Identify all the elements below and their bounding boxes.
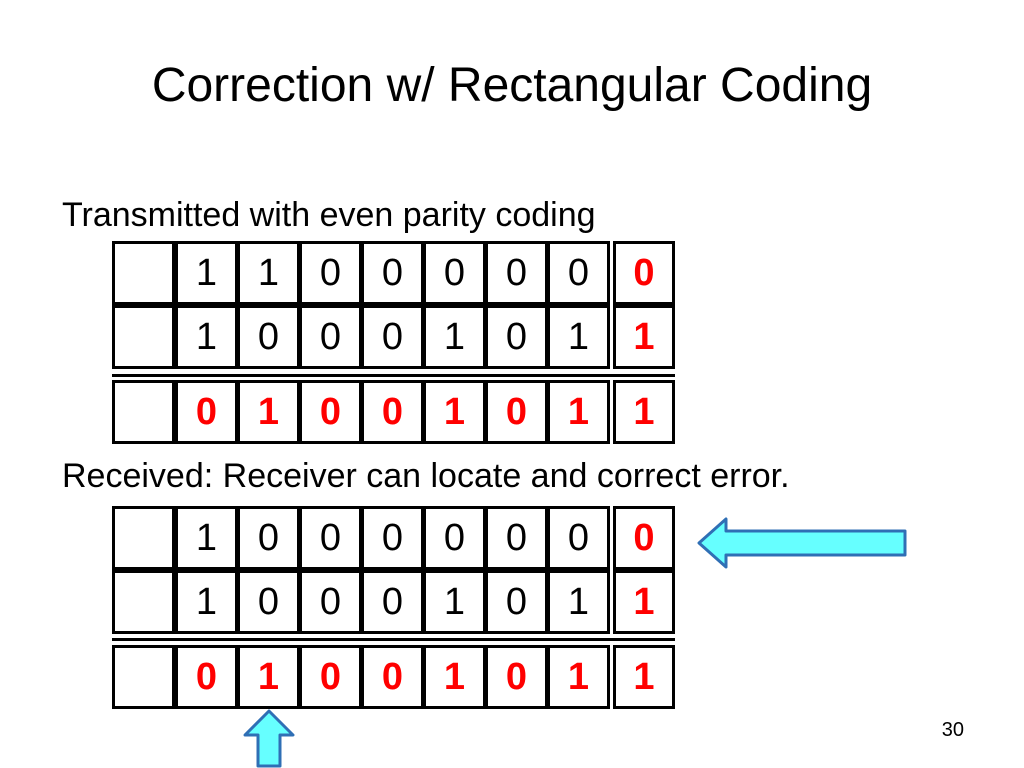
transmitted-row-1-parity-bit: 1 [613,305,675,369]
transmitted-row-2-bit-4: 1 [423,380,486,444]
received-row-0-parity-bit: 0 [613,506,675,570]
slide-number: 30 [941,719,964,741]
slide-title: Correction w/ Rectangular Coding [151,59,873,112]
received-row-0-bit-5: 0 [485,506,548,570]
transmitted-row-1-bit-5: 0 [485,305,548,369]
transmitted-row-2-blank-cell [112,380,175,444]
received-row-1-bit-3: 0 [361,570,424,634]
transmitted-row-1-bit-3: 0 [361,305,424,369]
transmitted-row-2-bit-2: 0 [299,380,362,444]
transmitted-row-0-bit-6: 0 [547,241,610,305]
received-row-2-blank-cell [112,645,175,709]
received-row-2-bit-3: 0 [361,645,424,709]
transmitted-row-1-bit-6: 1 [547,305,610,369]
received-row-2-bit-6: 1 [547,645,610,709]
transmitted-row-2-bit-0: 0 [175,380,238,444]
received-row-1-bit-2: 0 [299,570,362,634]
received-row-0-blank-cell [112,506,175,570]
received-row-1-bit-5: 0 [485,570,548,634]
transmitted-row-1-blank-cell [112,305,175,369]
received-row-1-parity-bit: 1 [613,570,675,634]
received-row-2-bit-1: 1 [237,645,300,709]
transmitted-row-0-bit-1: 1 [237,241,300,305]
transmitted-row-2-bit-5: 0 [485,380,548,444]
transmitted-row-0-bit-2: 0 [299,241,362,305]
received-row-0-bit-3: 0 [361,506,424,570]
received-row-1-blank-cell [112,570,175,634]
received-row-1-bit-1: 0 [237,570,300,634]
transmitted-row-1-bit-0: 1 [175,305,238,369]
received-row-0-bit-6: 0 [547,506,610,570]
received-row-2-bit-2: 0 [299,645,362,709]
transmitted-row-0-parity-bit: 0 [613,241,675,305]
left-arrow-icon [697,517,907,569]
up-arrow-icon [243,709,295,768]
transmitted-row-1-bit-4: 1 [423,305,486,369]
received-row-0-bit-0: 1 [175,506,238,570]
received-parity-separator [112,638,675,641]
transmitted-row-0-bit-4: 0 [423,241,486,305]
transmitted-heading: Transmitted with even parity coding [62,196,596,234]
received-row-2-parity-bit: 1 [613,645,675,709]
transmitted-parity-separator [112,374,675,377]
received-row-2-bit-4: 1 [423,645,486,709]
received-row-1-bit-4: 1 [423,570,486,634]
received-row-0-bit-2: 0 [299,506,362,570]
received-heading: Received: Receiver can locate and correc… [62,457,790,495]
received-row-0-bit-1: 0 [237,506,300,570]
transmitted-row-2-bit-1: 1 [237,380,300,444]
received-row-1-bit-6: 1 [547,570,610,634]
transmitted-row-0-blank-cell [112,241,175,305]
transmitted-row-0-bit-0: 1 [175,241,238,305]
transmitted-row-2-bit-3: 0 [361,380,424,444]
received-row-2-bit-5: 0 [485,645,548,709]
transmitted-row-2-parity-bit: 1 [613,380,675,444]
received-row-1-bit-0: 1 [175,570,238,634]
transmitted-row-0-bit-3: 0 [361,241,424,305]
received-row-2-bit-0: 0 [175,645,238,709]
transmitted-row-1-bit-2: 0 [299,305,362,369]
transmitted-row-0-bit-5: 0 [485,241,548,305]
transmitted-row-1-bit-1: 0 [237,305,300,369]
received-row-0-bit-4: 0 [423,506,486,570]
transmitted-row-2-bit-6: 1 [547,380,610,444]
